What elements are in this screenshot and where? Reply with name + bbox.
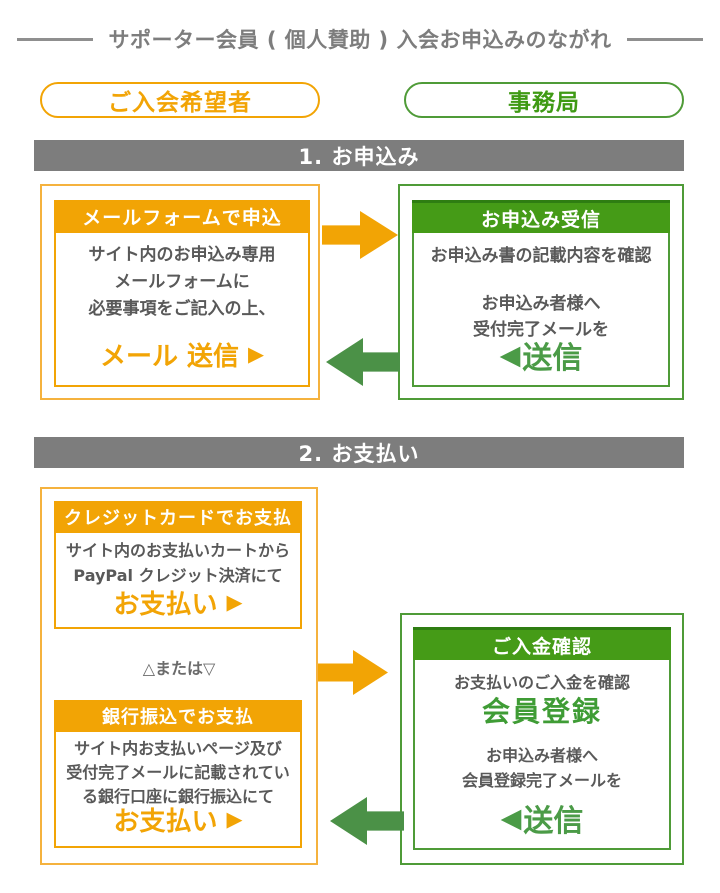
step1-office-note: お申込み書の記載内容を確認 <box>430 246 652 266</box>
triangle-left-icon: ◀ <box>499 339 521 371</box>
step2-office-action: ◀ 送信 <box>415 796 669 840</box>
body-line: メールフォームに <box>114 272 250 292</box>
step2-office-header-label: ご入金確認 <box>491 635 592 658</box>
body-line: PayPal クレジット決済にて <box>73 566 283 585</box>
step1-applicant-action: メール 送信 ▶ <box>56 336 308 373</box>
step1-office-header-label: お申込み受信 <box>480 208 601 231</box>
step2-bank-header: 銀行振込でお支払 <box>54 700 302 732</box>
body-line: お申込み者様へ <box>485 746 598 765</box>
step2-office-body: お支払いのご入金を確認 会員登録 お申込み者様へ 会員登録完了メールを ◀ 送信 <box>413 660 671 850</box>
step2-office-lines: お申込み者様へ 会員登録完了メールを <box>462 743 622 793</box>
flow-arrow-right-icon <box>318 650 388 695</box>
step1-office-header: お申込み受信 <box>412 200 670 233</box>
step1-office-action: ◀ 送信 <box>414 333 668 377</box>
or-separator: △または▽ <box>142 659 216 678</box>
body-line: サイト内のお支払いカートから <box>65 541 290 560</box>
triangle-right-icon: ▶ <box>226 807 243 832</box>
step2-office-action-label: 送信 <box>523 804 584 839</box>
triangle-right-icon: ▶ <box>226 590 243 615</box>
step2-office-note: お支払いのご入金を確認 <box>453 673 630 692</box>
step1-applicant-header-label: メールフォームで申込 <box>82 207 282 229</box>
body-line: 受付完了メールに記載されてい <box>66 763 290 782</box>
member-registration-highlight: 会員登録 <box>481 695 602 728</box>
page-title: サポーター会員 ( 個人賛助 ) 入会お申込みのながれ <box>108 28 612 52</box>
step2-credit-body: サイト内のお支払いカートから PayPal クレジット決済にて お支払い ▶ <box>54 533 302 629</box>
section-band-1: 1. お申込み <box>34 140 684 171</box>
triangle-left-icon: ◀ <box>500 802 522 834</box>
section-band-2: 2. お支払い <box>34 437 684 468</box>
page-title-row: サポーター会員 ( 個人賛助 ) 入会お申込みのながれ <box>0 24 720 54</box>
step2-office-header: ご入金確認 <box>413 627 671 660</box>
title-rule-left <box>16 37 93 41</box>
body-line: る銀行口座に銀行振込にて <box>81 787 274 806</box>
section-band-2-label: 2. お支払い <box>298 441 420 466</box>
step1-applicant-body: サイト内のお申込み専用 メールフォームに 必要事項をご記入の上、 メール 送信 … <box>54 233 310 387</box>
actor-pill-applicant: ご入会希望者 <box>40 82 320 118</box>
step1-applicant-lines: サイト内のお申込み専用 メールフォームに 必要事項をご記入の上、 <box>89 242 276 323</box>
flow-arrow-left-icon <box>326 338 400 386</box>
body-line: 必要事項をご記入の上、 <box>88 299 276 319</box>
step2-bank-lines: サイト内お支払いページ及び 受付完了メールに記載されてい る銀行口座に銀行振込に… <box>66 737 290 809</box>
step2-bank-action: お支払い ▶ <box>56 801 300 838</box>
body-line: サイト内のお申込み専用 <box>88 245 276 265</box>
step2-bank-header-label: 銀行振込でお支払 <box>102 707 254 728</box>
body-line: サイト内お支払いページ及び <box>74 739 282 758</box>
step2-credit-action-label: お支払い <box>113 590 218 620</box>
step1-applicant-header: メールフォームで申込 <box>54 200 310 233</box>
actor-pill-office-label: 事務局 <box>508 90 580 116</box>
body-line: 受付完了メールを <box>473 320 609 340</box>
triangle-right-icon: ▶ <box>248 342 265 367</box>
step2-bank-action-label: お支払い <box>113 807 218 837</box>
step1-applicant-action-label: メール 送信 <box>99 342 240 372</box>
step2-credit-header-label: クレジットカードでお支払 <box>64 508 292 529</box>
step1-office-body: お申込み書の記載内容を確認 お申込み者様へ 受付完了メールを ◀ 送信 <box>412 233 670 387</box>
step2-credit-lines: サイト内のお支払いカートから PayPal クレジット決済にて <box>66 538 290 588</box>
section-band-1-label: 1. お申込み <box>298 144 420 169</box>
body-line: お申込み者様へ <box>481 294 601 314</box>
step1-office-lines: お申込み者様へ 受付完了メールを <box>473 291 609 343</box>
step2-bank-body: サイト内お支払いページ及び 受付完了メールに記載されてい る銀行口座に銀行振込に… <box>54 732 302 848</box>
actor-pill-office: 事務局 <box>404 82 684 118</box>
flow-arrow-left-icon <box>330 797 404 845</box>
title-rule-right <box>627 37 704 41</box>
step2-credit-action: お支払い ▶ <box>56 584 300 621</box>
step2-credit-header: クレジットカードでお支払 <box>54 501 302 533</box>
step1-office-action-label: 送信 <box>522 341 583 376</box>
body-line: 会員登録完了メールを <box>461 771 622 790</box>
actor-pill-applicant-label: ご入会希望者 <box>108 90 252 116</box>
flow-arrow-right-icon <box>322 211 398 259</box>
